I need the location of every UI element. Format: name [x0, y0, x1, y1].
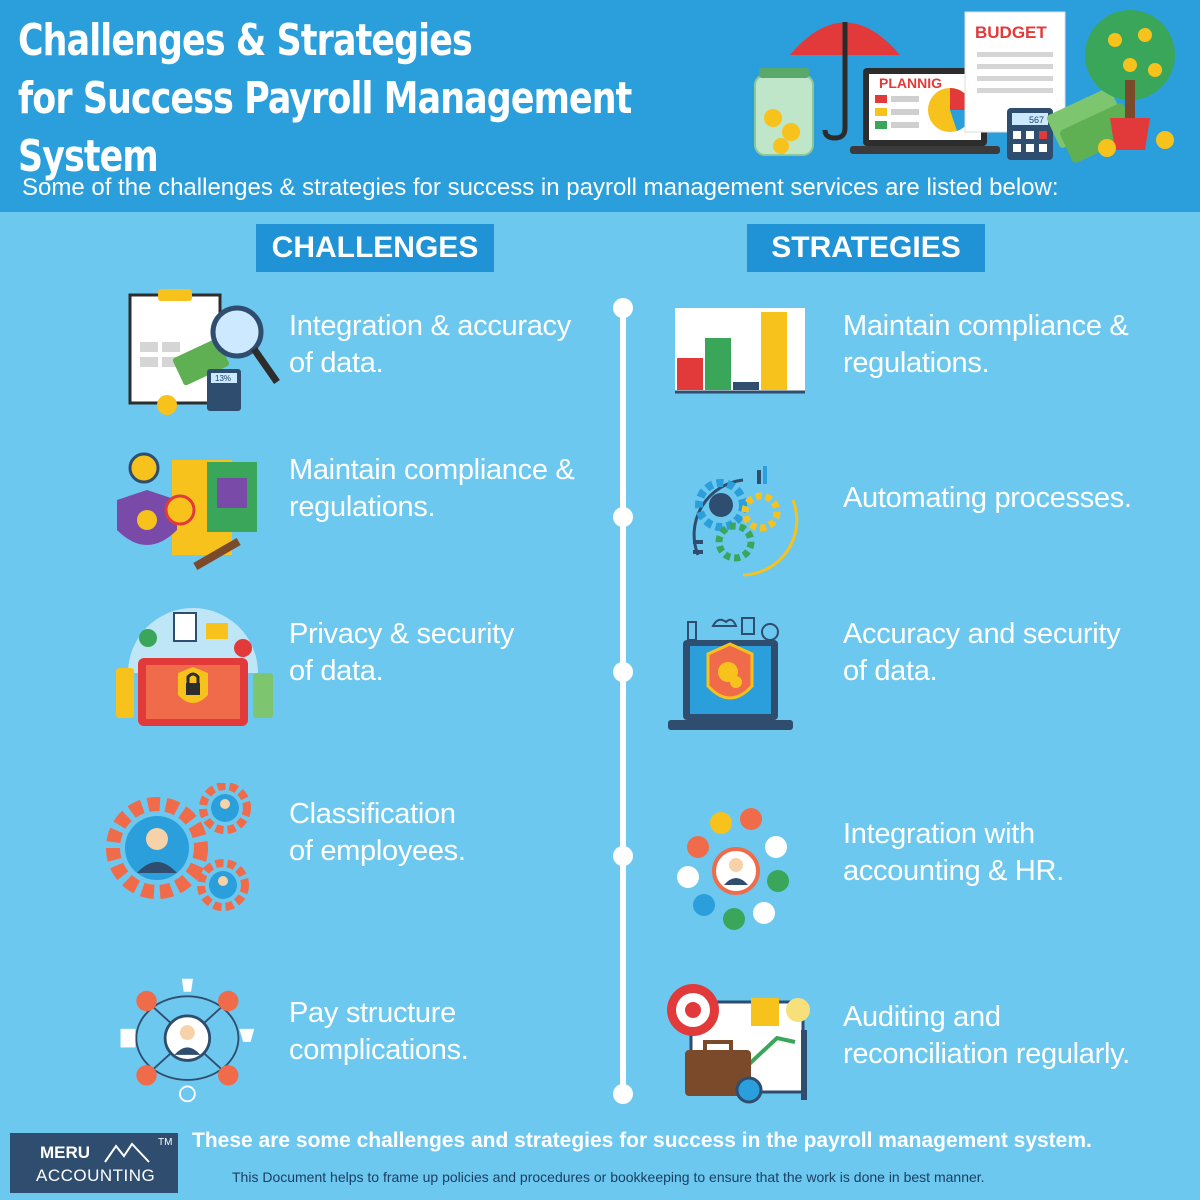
- header-illustration: PLANNIG BUDGET 567: [754, 10, 1175, 163]
- coin-jar-icon: [754, 68, 814, 156]
- audit-board-icon: [667, 984, 810, 1104]
- bar-chart-icon: [675, 308, 805, 394]
- svg-text:PLANNIG: PLANNIG: [879, 75, 942, 91]
- timeline-dot: [613, 1084, 633, 1104]
- legal-documents-icon: [117, 452, 257, 570]
- challenge-5-text: Pay structure complications.: [289, 997, 469, 1066]
- challenge-4-text: Classification of employees.: [289, 798, 466, 867]
- timeline-dot: [613, 662, 633, 682]
- subtitle: Some of the challenges & strategies for …: [22, 174, 1059, 201]
- hub-integration-icon: [677, 808, 789, 930]
- challenges-heading: CHALLENGES: [256, 224, 494, 272]
- strategy-3-text: Accuracy and security of data.: [843, 618, 1121, 687]
- timeline-dot: [613, 298, 633, 318]
- mountain-logo-icon: [104, 1142, 150, 1163]
- timeline-line: [620, 302, 626, 1094]
- challenge-3-text: Privacy & security of data.: [289, 618, 515, 687]
- svg-text:BUDGET: BUDGET: [975, 23, 1047, 42]
- strategies-heading: STRATEGIES: [747, 224, 985, 272]
- shield-laptop-icon: [668, 617, 793, 730]
- timeline-dot: [613, 846, 633, 866]
- umbrella-icon: [790, 22, 900, 141]
- challenge-2-text: Maintain compliance & regulations.: [289, 454, 575, 523]
- money-tree-icon: [1085, 10, 1175, 157]
- calculator-icon: 567: [1007, 108, 1053, 160]
- svg-text:567: 567: [1029, 115, 1044, 125]
- title-line-1: Challenges & Strategies: [18, 15, 473, 66]
- padlock-screen-icon: [116, 608, 273, 726]
- meru-accounting-logo: MERU TM ACCOUNTING: [10, 1133, 178, 1193]
- page-title: Challenges & Strategies for Success Payr…: [18, 12, 652, 186]
- clipboard-magnifier-icon: 13%: [128, 289, 280, 415]
- timeline-dot: [613, 507, 633, 527]
- footer-note: This Document helps to frame up policies…: [232, 1169, 985, 1185]
- challenge-1-text: Integration & accuracy of data.: [289, 310, 571, 379]
- title-line-2: for Success Payroll Management System: [18, 73, 632, 182]
- strategy-1-text: Maintain compliance & regulations.: [843, 310, 1129, 379]
- laptop-chart-icon: PLANNIG: [850, 68, 1000, 154]
- strategy-5-text: Auditing and reconciliation regularly.: [843, 1001, 1130, 1070]
- automation-gears-icon: [692, 466, 799, 577]
- svg-text:13%: 13%: [215, 374, 231, 383]
- strategy-4-text: Integration with accounting & HR.: [843, 818, 1064, 887]
- network-people-icon: [120, 978, 255, 1103]
- strategy-2-text: Automating processes.: [843, 482, 1132, 514]
- employee-gears-icon: [106, 783, 251, 911]
- footer-headline: These are some challenges and strategies…: [192, 1129, 1092, 1152]
